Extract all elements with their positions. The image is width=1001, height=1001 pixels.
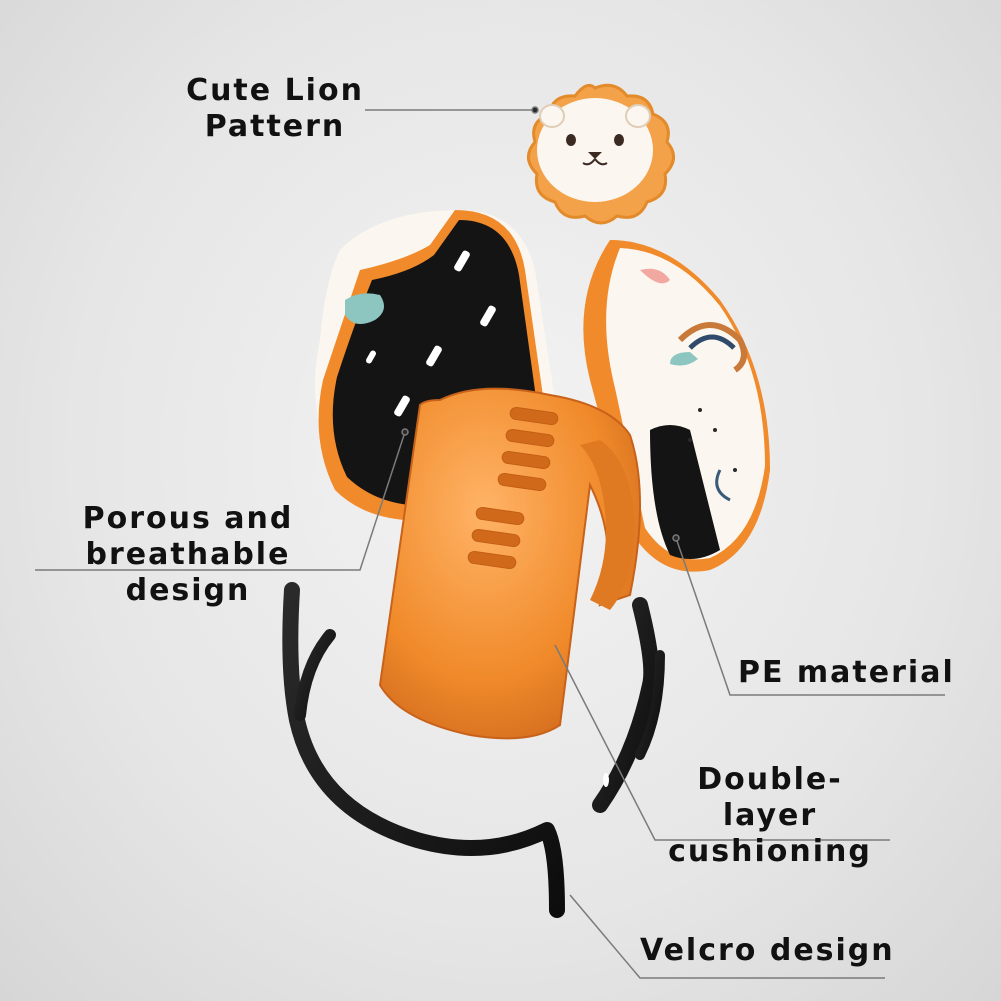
label-velcro-design: Velcro design xyxy=(640,933,895,968)
label-double-layer: Double-layer cushioning xyxy=(668,762,872,869)
orange-outer-shell xyxy=(378,387,641,740)
leader-lines xyxy=(35,106,945,979)
leader-velcro xyxy=(569,894,885,979)
leader-double xyxy=(554,644,890,841)
leader-pe xyxy=(675,537,945,696)
lion-face-icon xyxy=(537,98,653,202)
label-cute-lion-pattern: Cute Lion Pattern xyxy=(186,73,364,144)
leader-porous xyxy=(35,431,406,571)
velcro-strap xyxy=(282,582,665,918)
label-porous-breathable: Porous and breathable design xyxy=(82,501,294,608)
label-pe-material: PE material xyxy=(738,655,955,690)
lion-badge xyxy=(527,83,675,225)
